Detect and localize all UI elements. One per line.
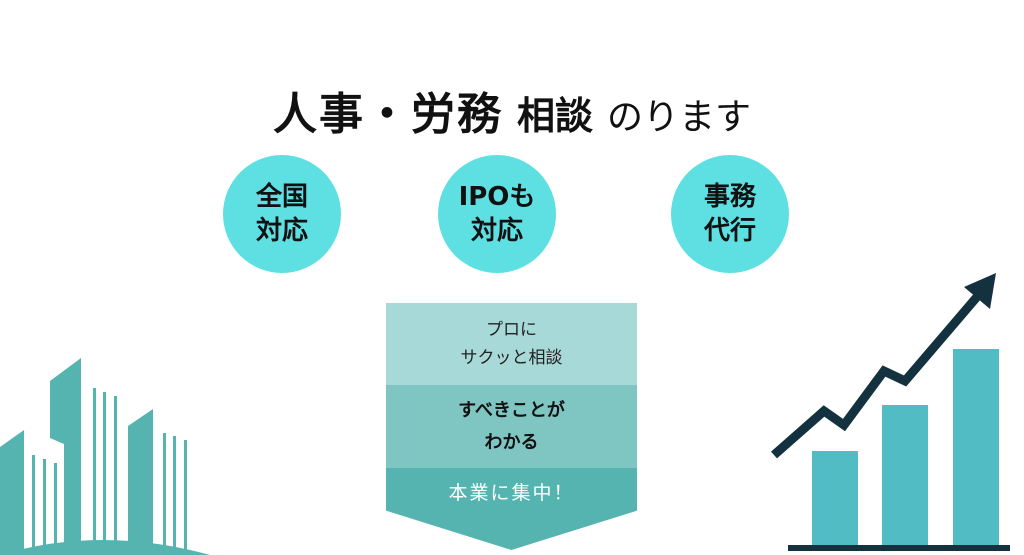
funnel-step-understand: すべきことが わかる xyxy=(386,385,637,468)
feature-line: 事務 xyxy=(703,182,756,212)
feature-office-work: 事務 代行 xyxy=(671,155,789,273)
chart-baseline xyxy=(788,545,1010,551)
feature-ipo: IPOも 対応 xyxy=(438,155,556,273)
title-main: 人事・労務 xyxy=(272,89,503,140)
feature-nationwide: 全国 対応 xyxy=(223,155,341,273)
title-suffix: のります xyxy=(607,97,752,138)
growth-chart-icon xyxy=(771,273,1010,551)
funnel-step-consult: プロに サクッと相談 xyxy=(386,303,637,385)
step-text: プロに xyxy=(486,320,537,340)
page-title: 人事・労務相談のります xyxy=(0,78,1024,142)
feature-line: 対応 xyxy=(470,216,523,246)
arrow-head xyxy=(964,273,996,309)
feature-line: 対応 xyxy=(255,216,308,246)
step-text: わかる xyxy=(484,431,539,453)
growth-bar xyxy=(953,349,999,547)
growth-arrow xyxy=(771,288,986,459)
feature-line: 代行 xyxy=(703,216,756,246)
feature-line: 全国 xyxy=(255,182,308,212)
growth-bar xyxy=(812,451,858,547)
process-funnel: プロに サクッと相談 すべきことが わかる 本業に集中！ xyxy=(386,303,637,550)
title-consult: 相談 xyxy=(516,94,593,138)
step-text: 本業に集中！ xyxy=(448,482,575,504)
step-text: すべきことが xyxy=(458,399,565,421)
funnel-step-focus: 本業に集中！ xyxy=(386,468,637,550)
growth-bar xyxy=(882,405,928,547)
feature-line: IPOも xyxy=(458,182,536,212)
step-text: サクッと相談 xyxy=(460,348,563,368)
buildings-icon xyxy=(0,358,210,555)
